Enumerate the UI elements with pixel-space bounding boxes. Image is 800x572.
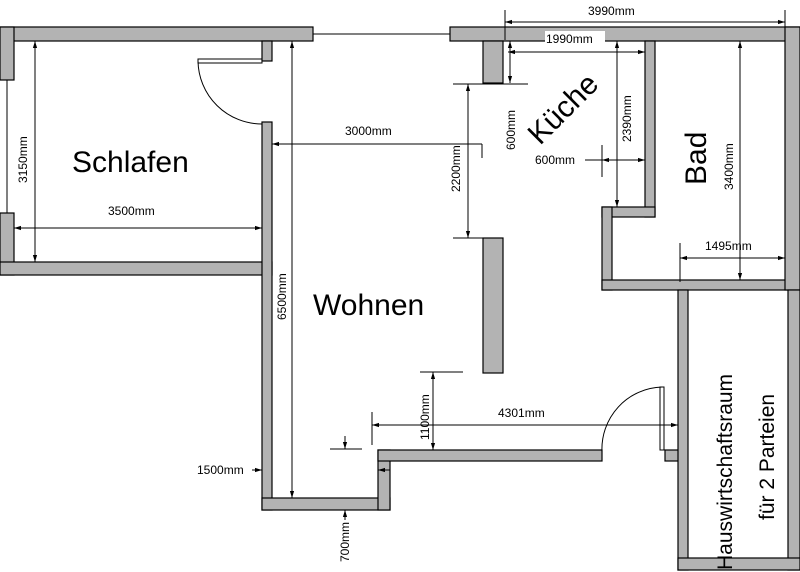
dim-6500: 6500mm [275, 273, 289, 320]
dim-3400: 3400mm [722, 143, 736, 190]
wall-bad-bottom [601, 279, 800, 291]
room-hwr-line2: für 2 Parteien [756, 394, 779, 520]
room-labels: Schlafen Wohnen Küche Bad Hauswirtschaft… [72, 67, 779, 570]
dim-2200: 2200mm [449, 145, 463, 192]
room-bad: Bad [680, 132, 713, 185]
wall-hwr-bottom [677, 557, 800, 571]
room-schlafen: Schlafen [72, 146, 189, 179]
dim-2390: 2390mm [620, 95, 634, 142]
wall-partition [482, 237, 504, 374]
windows-doors [6, 33, 665, 453]
dim-1990: 1990mm [546, 32, 593, 46]
dim-600-horizontal: 600mm [535, 153, 575, 167]
wall-bad-left [601, 206, 613, 291]
walls [0, 26, 800, 571]
dim-3990: 3990mm [588, 4, 635, 18]
dim-3000: 3000mm [345, 124, 392, 138]
dim-600-vertical: 600mm [504, 110, 518, 150]
door-schlafen-swing [197, 60, 263, 125]
wall-corridor [377, 449, 603, 462]
room-kueche: Küche [522, 67, 605, 150]
door-hwr-leaf [659, 386, 665, 451]
dim-1100: 1100mm [418, 394, 432, 440]
door-schlafen-leaf [197, 58, 263, 64]
dim-1495: 1495mm [705, 239, 752, 253]
dim-1500: 1500mm [197, 463, 244, 477]
dimension-lines [14, 10, 786, 520]
wall-wohnen-bottom [261, 497, 391, 511]
room-wohnen: Wohnen [313, 289, 424, 322]
wall-top-left [0, 26, 314, 42]
dim-4301: 4301mm [498, 406, 545, 420]
wall-hwr-right [787, 289, 800, 571]
wall-top-right [449, 26, 800, 42]
dim-3500: 3500mm [108, 204, 155, 218]
wall-right [784, 26, 800, 291]
wall-kueche-bad [644, 40, 656, 218]
dim-1990-bg [545, 31, 605, 45]
wall-schlafen-bottom [0, 261, 273, 276]
door-hwr-swing [601, 386, 663, 453]
dimension-labels: 3990mm 1990mm 3000mm 3150mm 3500mm 6500m… [16, 4, 752, 562]
wall-kueche-stub [482, 40, 504, 84]
room-hwr-line1: Hauswirtschaftsraum [714, 374, 737, 570]
dim-700: 700mm [338, 522, 352, 562]
wall-hwr-left [677, 289, 689, 571]
wall-left-upper [0, 26, 15, 81]
wall-schlafen-stub [261, 40, 273, 62]
dim-3150: 3150mm [16, 136, 30, 183]
wall-wohnen-left [261, 121, 273, 511]
